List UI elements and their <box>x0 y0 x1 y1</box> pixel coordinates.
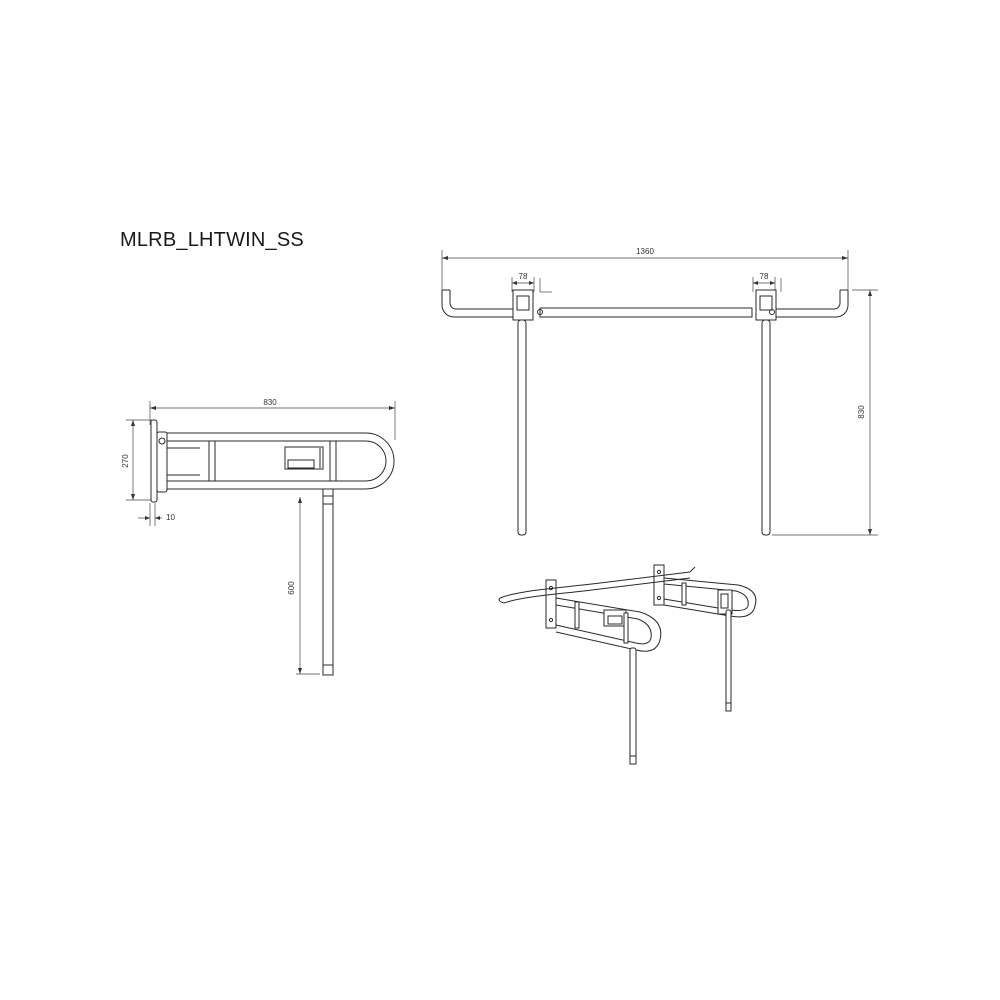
front-span-label: 1360 <box>636 247 654 256</box>
product-code-title: MLRB_LHTWIN_SS <box>120 229 304 251</box>
front-left-bracket-label: 78 <box>519 272 528 281</box>
side-view: 830 270 10 <box>121 398 396 676</box>
front-right-bracket-label: 78 <box>760 272 769 281</box>
front-view: 1360 78 78 830 <box>441 247 878 536</box>
front-height-label: 830 <box>857 405 866 419</box>
side-offset-label: 10 <box>166 513 175 522</box>
side-width-label: 830 <box>263 398 277 407</box>
side-height-label: 270 <box>121 454 130 468</box>
side-leg-label: 600 <box>287 581 296 595</box>
isometric-view <box>498 564 757 765</box>
